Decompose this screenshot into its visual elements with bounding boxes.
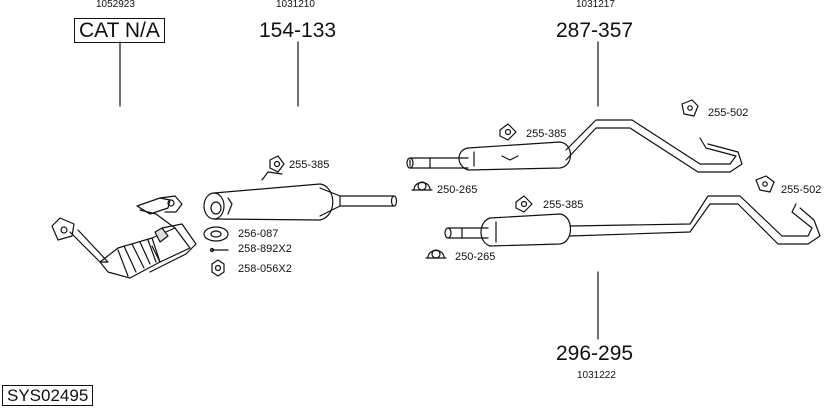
label-mount-rear-upper[interactable]: 255-385 (526, 128, 567, 140)
rear-muffler-upper[interactable] (406, 119, 743, 173)
front-muffler[interactable] (203, 171, 398, 221)
label-nut[interactable]: 258-056X2 (238, 263, 292, 275)
bolt[interactable] (209, 247, 229, 253)
gasket[interactable] (203, 226, 229, 242)
label-mount-rear-lower[interactable]: 255-385 (543, 199, 584, 211)
system-code: SYS02495 (2, 385, 94, 406)
clamp-upper[interactable] (411, 181, 433, 191)
part-code-rear-muffler-lower: 1031222 (577, 370, 616, 381)
label-clamp-upper[interactable]: 250-265 (437, 184, 478, 196)
mount-ring-rear-upper[interactable] (499, 123, 517, 141)
hanger-lower[interactable] (755, 175, 775, 193)
mount-ring-front[interactable] (269, 155, 285, 173)
part-number-rear-muffler-lower[interactable]: 296-295 (556, 342, 634, 365)
catalyst-downpipe[interactable] (51, 195, 197, 279)
label-hanger-upper[interactable]: 255-502 (708, 107, 749, 119)
rear-muffler-lower[interactable] (444, 195, 821, 247)
part-number-front-muffler[interactable]: 154-133 (259, 19, 337, 42)
label-mount-front[interactable]: 255-385 (289, 159, 330, 171)
part-code-rear-muffler-upper: 1031217 (576, 0, 615, 10)
nut[interactable] (211, 259, 225, 277)
label-bolt[interactable]: 258-892X2 (238, 243, 292, 255)
mount-ring-rear-lower[interactable] (515, 195, 533, 213)
label-hanger-lower[interactable]: 255-502 (781, 184, 822, 196)
label-clamp-lower[interactable]: 250-265 (455, 251, 496, 263)
hanger-upper[interactable] (681, 99, 699, 117)
part-code-catalyst: 1052923 (96, 0, 135, 10)
clamp-lower[interactable] (425, 249, 447, 259)
part-number-catalyst[interactable]: CAT N/A (74, 18, 165, 43)
part-code-front-muffler: 1031210 (276, 0, 315, 10)
label-gasket[interactable]: 256-087 (238, 228, 279, 240)
part-number-rear-muffler-upper[interactable]: 287-357 (556, 19, 634, 42)
